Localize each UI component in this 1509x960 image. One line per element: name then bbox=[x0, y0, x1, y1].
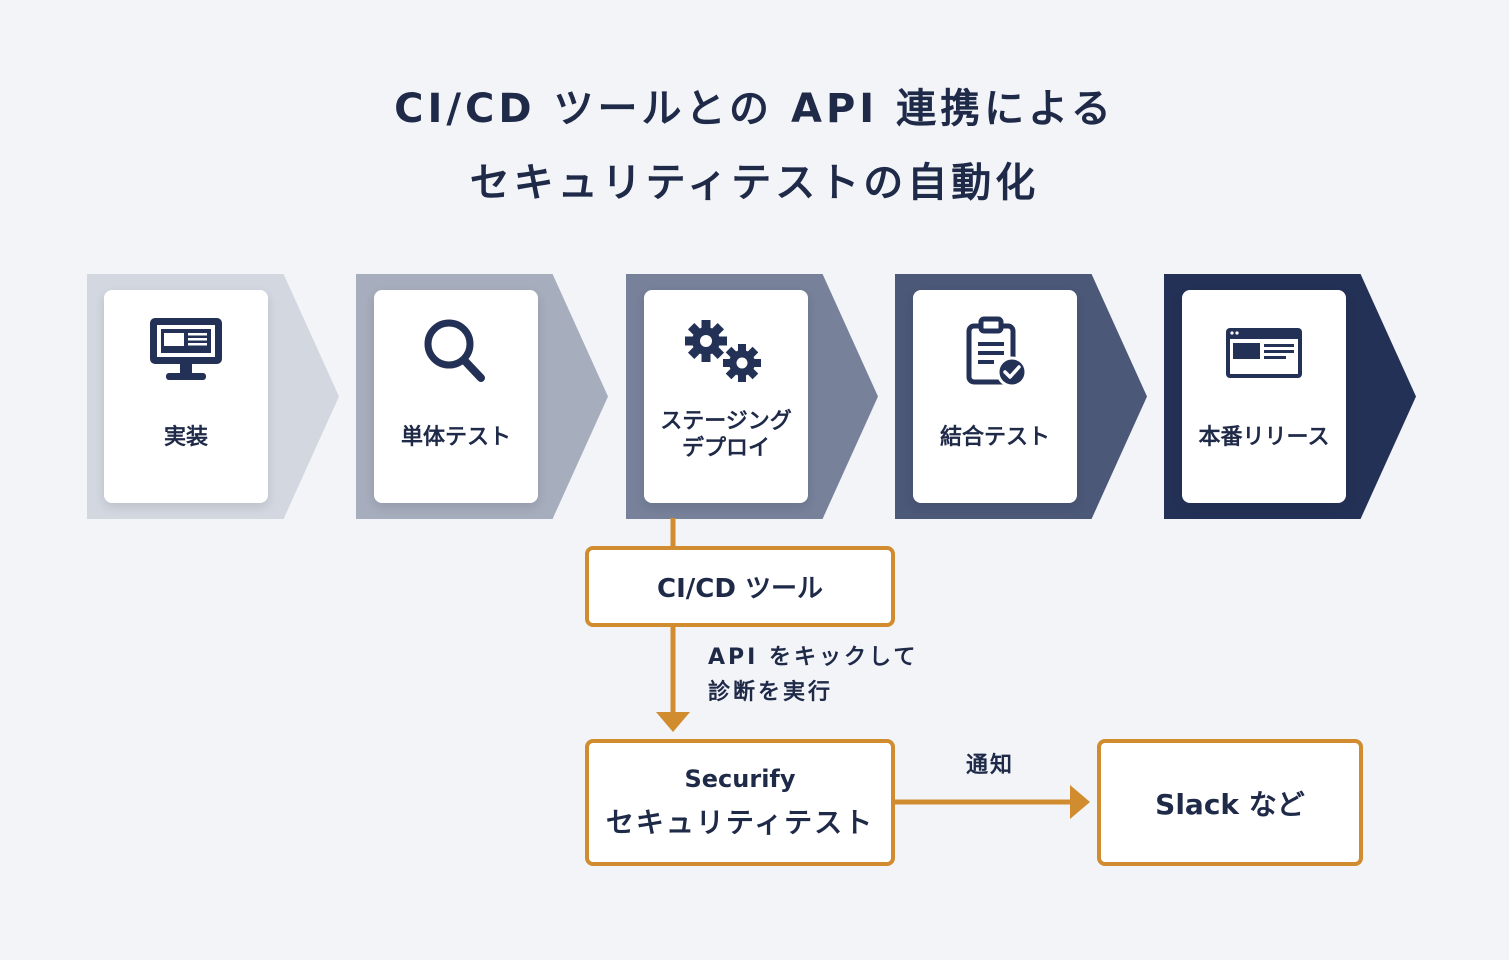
stage-card-staging-deploy: ステージング デプロイ bbox=[644, 290, 808, 503]
api-kick-note-line2: 診断を実行 bbox=[708, 680, 834, 705]
stage-label-integration-test: 結合テスト bbox=[939, 425, 1050, 450]
cicd-tool-label: CI/CD ツール bbox=[657, 574, 823, 604]
gears-icon bbox=[644, 320, 808, 396]
slack-label: Slack など bbox=[1155, 787, 1305, 821]
api-kick-note-line1: API をキックして bbox=[708, 645, 919, 670]
securify-name: Securify bbox=[684, 764, 796, 793]
stage-card-unit-test: 単体テスト bbox=[374, 290, 538, 503]
stage-card-integration-test: 結合テスト bbox=[913, 290, 1077, 503]
diagram-title-line1: CI/CD ツールとの API 連携による bbox=[394, 86, 1115, 132]
cicd-to-securify-arrowhead bbox=[656, 712, 690, 732]
stage-label-unit-test: 単体テスト bbox=[400, 425, 511, 450]
securify-test-box: Securify セキュリティテスト bbox=[585, 739, 895, 866]
stage-label-staging-deploy: ステージング デプロイ bbox=[660, 409, 792, 461]
stage-label-implementation: 実装 bbox=[163, 425, 208, 450]
monitor-icon bbox=[104, 316, 268, 392]
browser-window-icon bbox=[1182, 326, 1346, 402]
securify-to-slack-arrowhead bbox=[1070, 785, 1090, 819]
notify-label: 通知 bbox=[966, 753, 1015, 778]
stage-card-production-release: 本番リリース bbox=[1182, 290, 1346, 503]
securify-security-test-label: セキュリティテスト bbox=[605, 805, 875, 839]
api-kick-note: API をキックして 診断を実行 bbox=[708, 640, 918, 710]
diagram-title-line2: セキュリティテストの自動化 bbox=[469, 160, 1040, 206]
search-icon bbox=[374, 316, 538, 392]
slack-box: Slack など bbox=[1097, 739, 1363, 866]
stage-label-production-release: 本番リリース bbox=[1198, 425, 1330, 450]
stage-card-implementation: 実装 bbox=[104, 290, 268, 503]
clipboard-check-icon bbox=[913, 316, 1077, 392]
cicd-tool-box: CI/CD ツール bbox=[585, 546, 895, 627]
